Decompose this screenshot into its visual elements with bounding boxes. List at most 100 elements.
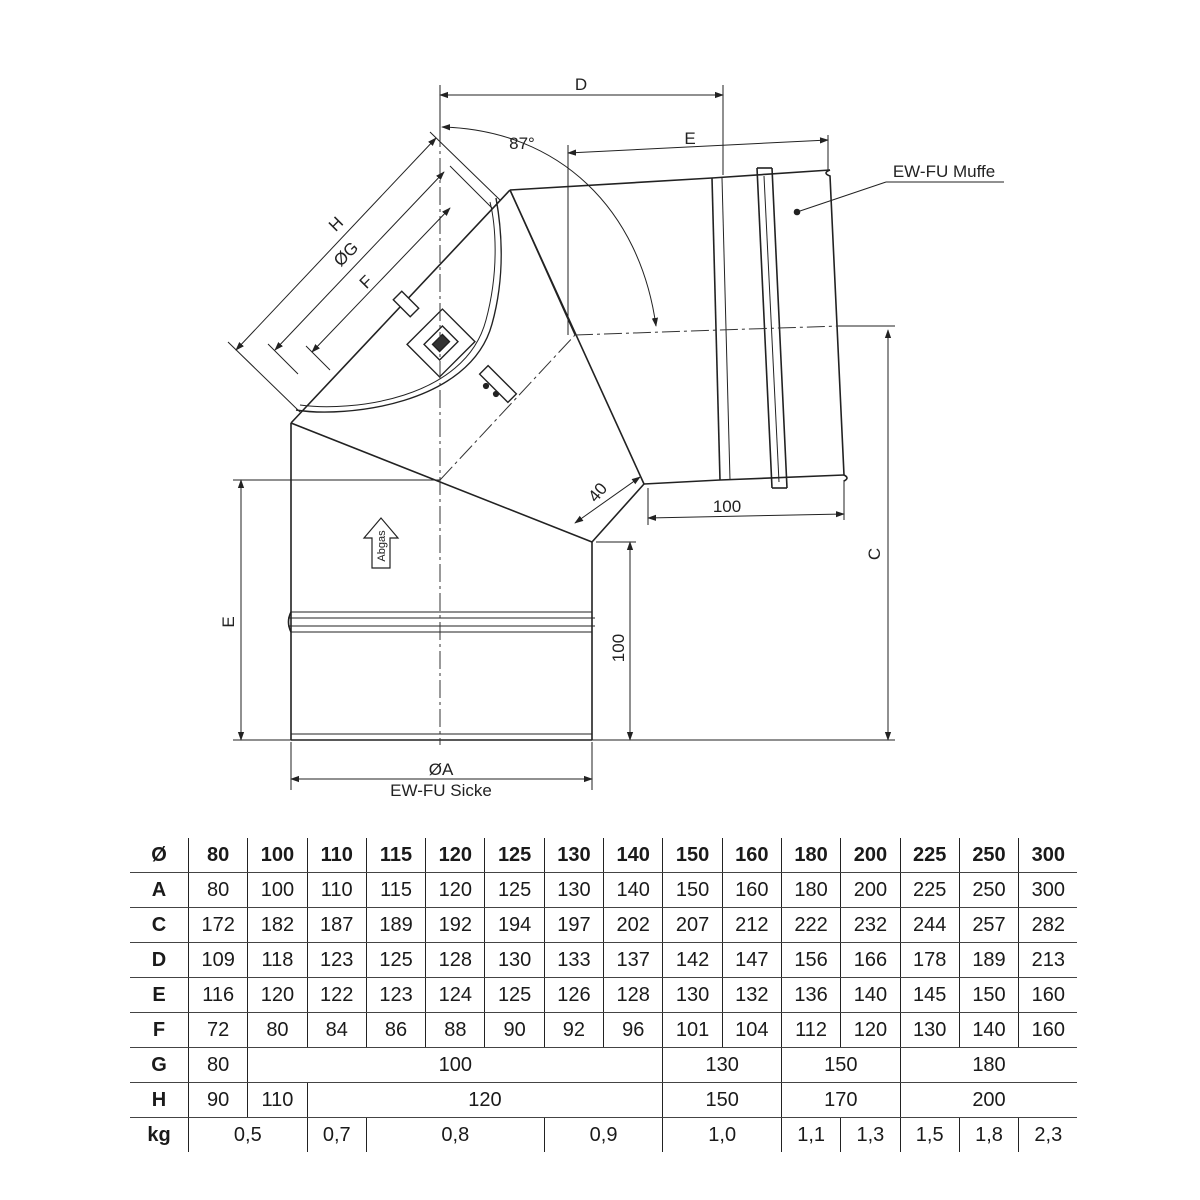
table-cell: 300 bbox=[1018, 872, 1078, 908]
table-cell: 0,5 bbox=[188, 1117, 308, 1152]
table-cell: 128 bbox=[603, 977, 663, 1013]
table-cell: 90 bbox=[187, 1082, 248, 1118]
table-cell: 182 bbox=[247, 907, 308, 943]
table-cell: 133 bbox=[543, 942, 604, 978]
table-cell: 140 bbox=[840, 977, 901, 1013]
table-header-cell: 225 bbox=[899, 838, 960, 873]
table-cell: 0,7 bbox=[306, 1117, 367, 1152]
table-cell: 200 bbox=[840, 872, 901, 908]
table-cell: 110 bbox=[247, 1082, 308, 1118]
dim-f-label: F bbox=[356, 272, 377, 293]
table-cell: 1,1 bbox=[780, 1117, 841, 1152]
table-cell: 84 bbox=[306, 1012, 367, 1048]
table-row-key: kg bbox=[147, 1123, 171, 1146]
table-cell: 187 bbox=[306, 907, 367, 943]
table-cell: 120 bbox=[425, 872, 485, 908]
table-header-cell: 80 bbox=[187, 838, 248, 873]
dim-100-bottom-label: 100 bbox=[609, 634, 628, 662]
table-cell: 120 bbox=[840, 1012, 901, 1048]
table-cell: 160 bbox=[721, 872, 782, 908]
sicke-label: EW-FU Sicke bbox=[390, 781, 492, 800]
table-cell: 80 bbox=[187, 872, 248, 908]
table-cell: 150 bbox=[662, 1082, 782, 1118]
table-cell: 120 bbox=[306, 1082, 663, 1118]
table-cell: 222 bbox=[780, 907, 841, 943]
table-cell: 125 bbox=[484, 872, 545, 908]
table-cell: 194 bbox=[484, 907, 545, 943]
table-cell: 166 bbox=[840, 942, 901, 978]
table-cell: 116 bbox=[187, 977, 248, 1013]
table-cell: 96 bbox=[603, 1012, 663, 1048]
pipe-bend-drawing: D E 87° EW-FU Muffe H ØG F 40 100 C 100 … bbox=[219, 75, 1004, 800]
dim-h-label: H bbox=[325, 213, 347, 235]
table-cell: 132 bbox=[721, 977, 782, 1013]
table-header-cell: 150 bbox=[662, 838, 723, 873]
table-cell: 140 bbox=[603, 872, 663, 908]
table-cell: 189 bbox=[365, 907, 426, 943]
table-row-key: C bbox=[130, 907, 189, 943]
table-header-cell: 115 bbox=[365, 838, 426, 873]
table-cell: 150 bbox=[958, 977, 1019, 1013]
table-cell: 100 bbox=[247, 1047, 663, 1083]
dim-e-top-label: E bbox=[684, 129, 695, 148]
table-cell: 150 bbox=[662, 872, 723, 908]
table-cell: 212 bbox=[721, 907, 782, 943]
table-cell: 130 bbox=[662, 977, 723, 1013]
table-header-cell: 160 bbox=[721, 838, 782, 873]
table-header-diameter-symbol: Ø bbox=[130, 838, 189, 873]
table-cell: 110 bbox=[306, 872, 367, 908]
table-cell: 130 bbox=[543, 872, 604, 908]
table-cell: 101 bbox=[662, 1012, 723, 1048]
table-cell: 202 bbox=[603, 907, 663, 943]
table-cell: 88 bbox=[425, 1012, 485, 1048]
table-cell: 142 bbox=[662, 942, 723, 978]
table-cell: 147 bbox=[721, 942, 782, 978]
table-cell: 172 bbox=[187, 907, 248, 943]
flow-arrow bbox=[362, 517, 400, 569]
table-cell: 213 bbox=[1018, 942, 1078, 978]
table-cell: 104 bbox=[721, 1012, 782, 1048]
table-cell: 112 bbox=[780, 1012, 841, 1048]
table-cell: 257 bbox=[958, 907, 1019, 943]
table-header-cell: 140 bbox=[603, 838, 663, 873]
table-cell: 92 bbox=[543, 1012, 604, 1048]
table-header-cell: 250 bbox=[958, 838, 1019, 873]
table-cell: 100 bbox=[247, 872, 308, 908]
dimension-lines bbox=[227, 85, 1004, 790]
table-cell: 123 bbox=[365, 977, 426, 1013]
table-cell: 90 bbox=[484, 1012, 545, 1048]
centerlines bbox=[439, 100, 839, 745]
table-cell: 160 bbox=[1018, 1012, 1078, 1048]
table-cell: 125 bbox=[484, 977, 545, 1013]
table-cell: 1,5 bbox=[899, 1117, 960, 1152]
table-cell: 130 bbox=[662, 1047, 782, 1083]
table-cell: 118 bbox=[247, 942, 308, 978]
table-cell: 180 bbox=[899, 1047, 1078, 1083]
table-cell: 140 bbox=[958, 1012, 1019, 1048]
muffe-label: EW-FU Muffe bbox=[893, 162, 995, 181]
table-cell: 250 bbox=[958, 872, 1019, 908]
table-cell: 282 bbox=[1018, 907, 1078, 943]
table-cell: 2,3 bbox=[1018, 1117, 1078, 1152]
dim-40-label: 40 bbox=[584, 479, 611, 506]
table-cell: 0,8 bbox=[365, 1117, 545, 1152]
table-cell: 80 bbox=[187, 1047, 248, 1083]
table-cell: 192 bbox=[425, 907, 485, 943]
table-cell: 109 bbox=[187, 942, 248, 978]
table-cell: 170 bbox=[780, 1082, 901, 1118]
table-cell: 128 bbox=[425, 942, 485, 978]
flow-label: Abgas bbox=[376, 530, 388, 562]
table-cell: 123 bbox=[306, 942, 367, 978]
table-row-key: F bbox=[130, 1012, 189, 1048]
table-cell: 150 bbox=[780, 1047, 901, 1083]
dim-100-right-label: 100 bbox=[713, 497, 741, 516]
